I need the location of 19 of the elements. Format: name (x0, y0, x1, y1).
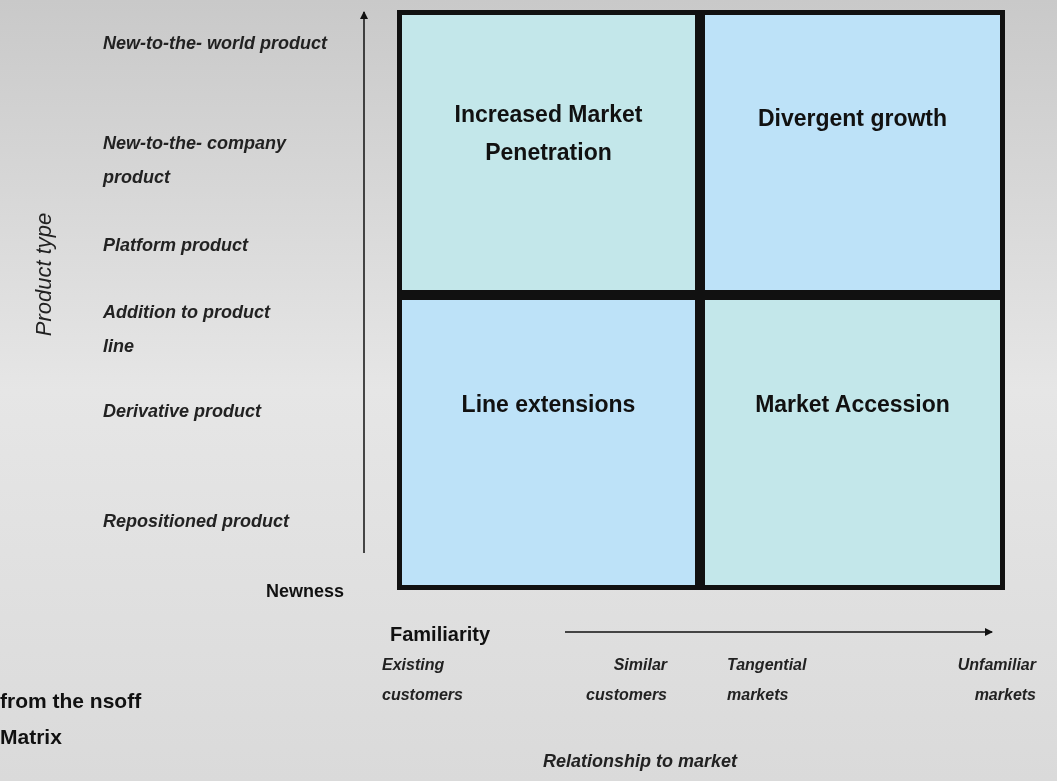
axis-category: Existing customers (382, 655, 464, 705)
axis-category: Repositioned product (103, 510, 291, 533)
source-note: from the nsoff Matrix (0, 688, 143, 750)
axis-label: Familiarity (390, 622, 492, 647)
axis-label: Newness (266, 580, 346, 603)
quadrant-box: Divergent growth (700, 10, 1005, 295)
quadrant-box: Increased Market Penetration (397, 10, 700, 295)
axis-category: Similar customers (585, 655, 667, 705)
axis-category: Tangential markets (727, 655, 808, 705)
axis-category: Addition to product line (103, 301, 272, 358)
axis-title: Product type (29, 211, 57, 339)
axis-category: Derivative product (103, 400, 263, 423)
axis-category: Platform product (103, 234, 250, 257)
axis-title: Relationship to market (543, 750, 739, 773)
axis-category: Unfamiliar markets (956, 655, 1036, 705)
quadrant-box: Market Accession (700, 295, 1005, 590)
axis-category: New-to-the- world product (103, 32, 329, 55)
axis-category: New-to-the- company product (103, 132, 288, 189)
quadrant-box: Line extensions (397, 295, 700, 590)
